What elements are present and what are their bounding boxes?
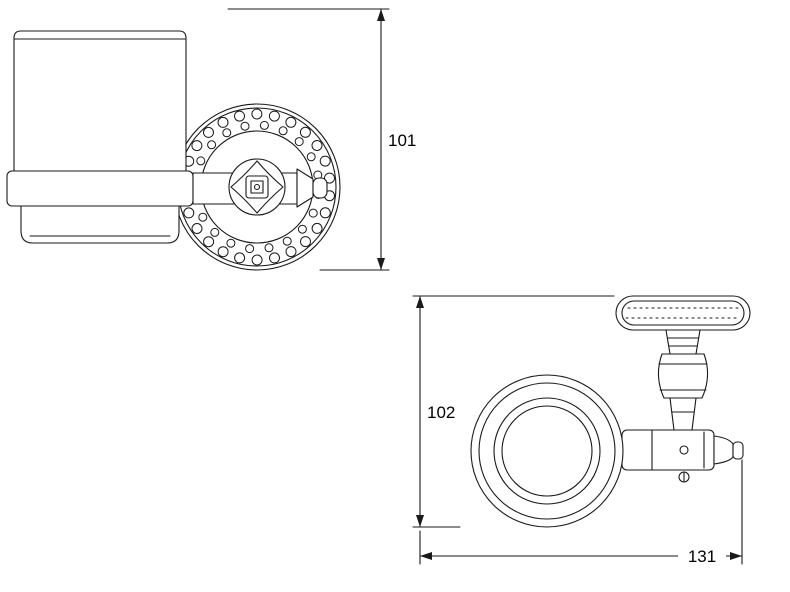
dimension-side-height: 101 xyxy=(227,8,416,271)
dimension-plan-height: 102 xyxy=(412,295,615,528)
arm-screw-head xyxy=(679,445,689,455)
arrowhead-left xyxy=(420,552,432,560)
arrowhead-up xyxy=(416,296,424,308)
plan-width-dimension-label: 131 xyxy=(688,547,716,566)
side-elevation-view: 101 xyxy=(6,8,416,271)
mount-stem xyxy=(657,329,709,431)
plate-ornament-dots xyxy=(179,108,335,266)
arm-finial xyxy=(296,168,328,208)
arrowhead-right xyxy=(730,552,742,560)
holder-arm-top xyxy=(621,429,744,483)
arrowhead-down xyxy=(416,515,424,527)
cup-glass xyxy=(13,30,187,244)
arm-knob xyxy=(713,435,734,465)
dimension-plan-width: 131 xyxy=(419,459,743,566)
side-height-dimension-label: 101 xyxy=(388,131,416,150)
holder-ring-top xyxy=(470,374,624,528)
plan-height-dimension-label: 102 xyxy=(427,403,455,422)
arrowhead-down xyxy=(377,258,385,270)
arrowhead-up xyxy=(377,9,385,21)
wall-plate xyxy=(173,103,341,271)
plan-view: 102 131 xyxy=(412,295,751,566)
arm-knob-tip xyxy=(732,441,744,460)
plate-center-hub xyxy=(228,158,286,216)
wall-plate-top xyxy=(615,295,751,331)
